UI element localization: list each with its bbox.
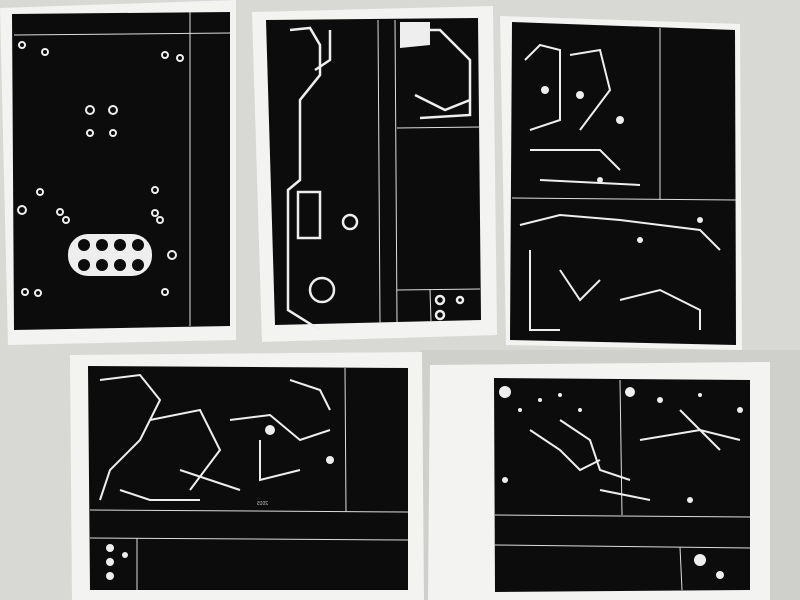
pcb-sheet-1 xyxy=(0,0,236,345)
pcb-sheet-2 xyxy=(252,6,497,342)
svg-text:2015: 2015 xyxy=(257,501,268,507)
pcb-sheet-4: 2015 xyxy=(70,352,424,600)
pcb-sheet-5 xyxy=(428,362,770,600)
pcb-sheet-3 xyxy=(500,16,742,350)
